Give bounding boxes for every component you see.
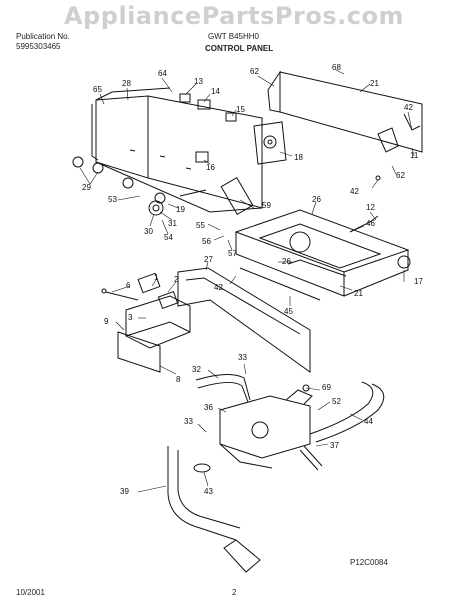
part-label-19: 19 — [176, 205, 185, 214]
part-label-39: 39 — [120, 487, 129, 496]
drawing-code: P12C0084 — [350, 558, 388, 567]
part-label-57: 57 — [228, 249, 237, 258]
part-label-69: 69 — [322, 383, 331, 392]
hose-assembly — [167, 374, 385, 573]
part-label-56: 56 — [202, 237, 211, 246]
part-label-2: 2 — [174, 275, 179, 284]
part-label-27: 27 — [204, 255, 213, 264]
part-label-15: 15 — [236, 105, 245, 114]
page-number: 2 — [232, 588, 237, 597]
model-number: 5995303465 — [16, 42, 61, 51]
publication-label: Publication No. — [16, 32, 70, 41]
part-label-42-mid: 42 — [350, 187, 359, 196]
part-label-37: 37 — [330, 441, 339, 450]
part-label-8: 8 — [176, 375, 181, 384]
part-label-42-low: 42 — [214, 283, 223, 292]
part-label-42-top: 42 — [404, 103, 413, 112]
part-label-33-low: 33 — [184, 417, 193, 426]
part-label-12: 12 — [366, 203, 375, 212]
part-label-64: 64 — [158, 69, 167, 78]
part-label-53: 53 — [108, 195, 117, 204]
dispenser-assembly — [101, 272, 191, 373]
rear-panel — [267, 70, 423, 181]
watermark-text: AppliancePartsPros.com — [64, 2, 404, 30]
part-label-9: 9 — [104, 317, 109, 326]
section-title: CONTROL PANEL — [205, 44, 274, 53]
part-label-52: 52 — [332, 397, 341, 406]
part-label-17: 17 — [414, 277, 423, 286]
part-label-55: 55 — [196, 221, 205, 230]
part-label-6: 6 — [126, 281, 131, 290]
part-label-59: 59 — [262, 201, 271, 210]
part-label-1: 1 — [154, 273, 159, 282]
part-label-62-right: 62 — [396, 171, 405, 180]
part-label-14: 14 — [211, 87, 220, 96]
part-label-30: 30 — [144, 227, 153, 236]
part-label-21-top: 21 — [370, 79, 379, 88]
model-code: GWT B45HH0 — [208, 32, 259, 41]
part-label-45: 45 — [284, 307, 293, 316]
part-label-62-top: 62 — [250, 67, 259, 76]
part-label-3: 3 — [128, 313, 133, 322]
part-label-36: 36 — [204, 403, 213, 412]
part-label-31: 31 — [168, 219, 177, 228]
timer-part — [253, 121, 287, 165]
part-label-28: 28 — [122, 79, 131, 88]
part-label-26-mid: 26 — [282, 257, 291, 266]
part-label-18: 18 — [294, 153, 303, 162]
part-label-43: 43 — [204, 487, 213, 496]
part-label-33-top: 33 — [238, 353, 247, 362]
part-label-29: 29 — [82, 183, 91, 192]
part-label-44: 44 — [364, 417, 373, 426]
part-label-65: 65 — [93, 85, 102, 94]
part-label-54: 54 — [164, 233, 173, 242]
front-panel-strip — [177, 267, 311, 373]
publication-date: 10/2001 — [16, 588, 45, 597]
part-label-46: 46 — [366, 219, 375, 228]
part-label-11: 11 — [410, 151, 419, 160]
control-panel-console — [72, 87, 263, 216]
part-label-13: 13 — [194, 77, 203, 86]
pump-assembly — [219, 384, 323, 471]
leader-lines — [79, 69, 415, 493]
part-label-16: 16 — [206, 163, 215, 172]
part-label-26-top: 26 — [312, 195, 321, 204]
part-label-68: 68 — [332, 63, 341, 72]
part-label-21-low: 21 — [354, 289, 363, 298]
cabinet-top — [234, 209, 411, 301]
part-label-32: 32 — [192, 365, 201, 374]
